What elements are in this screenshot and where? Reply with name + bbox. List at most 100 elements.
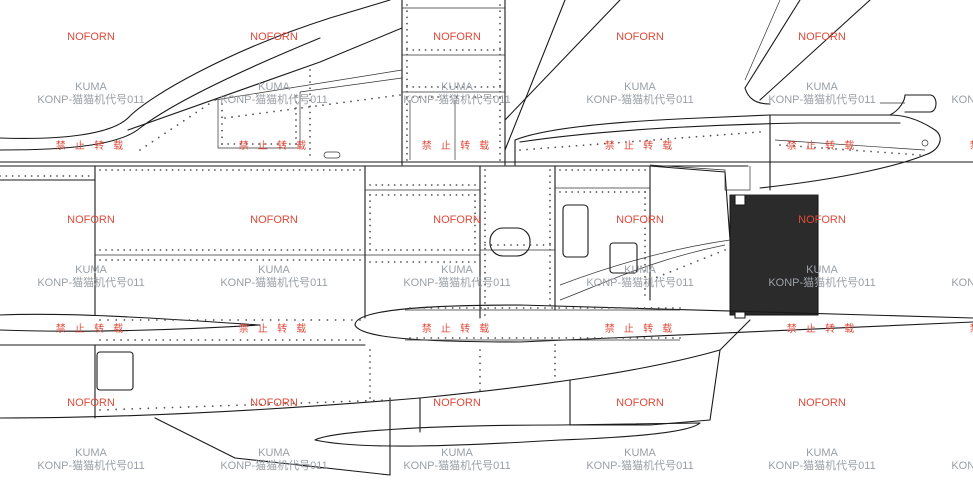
rivet	[207, 259, 210, 261]
rivet	[359, 259, 361, 261]
rivet	[660, 138, 663, 141]
watermark-noforn: NOFORN	[616, 397, 664, 409]
watermark-konp: KONP-猫猫机代号011	[220, 92, 327, 106]
watermark-noforn: NOFORN	[616, 214, 664, 226]
rivet	[547, 146, 550, 149]
rivet	[369, 249, 371, 251]
rivet	[406, 72, 408, 75]
rivet	[406, 115, 408, 118]
rivet	[424, 184, 427, 186]
rivet	[81, 175, 84, 177]
rivet	[636, 307, 639, 309]
rivet	[164, 132, 166, 135]
rivet	[387, 184, 390, 186]
rivet	[274, 249, 277, 251]
rivet	[268, 403, 271, 406]
rivet	[494, 337, 497, 339]
rivet	[644, 209, 646, 212]
rivet	[644, 251, 646, 254]
rivet	[375, 184, 378, 186]
rivet	[468, 86, 470, 88]
watermark-noforn: NOFORN	[250, 214, 298, 226]
rivet	[586, 307, 589, 309]
rivet	[418, 49, 421, 51]
rivet	[111, 259, 113, 261]
rivet	[549, 267, 551, 270]
rivet	[484, 259, 486, 262]
rivet	[499, 121, 501, 124]
rivet	[696, 260, 699, 262]
rivet	[522, 337, 525, 339]
watermark-kuma: KUMA	[624, 81, 656, 93]
rivet	[309, 123, 311, 126]
watermark-noforn: NOFORN	[433, 397, 481, 409]
rivet	[430, 307, 433, 309]
watermark-kuma: KUMA	[75, 447, 107, 459]
rivet	[393, 194, 396, 196]
rivet	[244, 259, 247, 261]
rivet	[484, 295, 486, 298]
rivet	[529, 307, 532, 309]
rivet	[644, 263, 646, 266]
rivet	[800, 145, 802, 148]
rivet	[347, 259, 349, 261]
watermark-kuma: KUMA	[441, 264, 473, 276]
rivet	[449, 184, 452, 186]
rivet	[406, 109, 408, 112]
rivet	[644, 197, 646, 199]
rivet	[340, 400, 343, 403]
rivet	[316, 169, 319, 171]
rivet	[309, 93, 311, 96]
watermark-konp: KONP-猫猫机代号011	[403, 458, 510, 472]
rivet	[177, 259, 180, 261]
rivet	[268, 169, 271, 171]
rivet	[449, 86, 452, 88]
watermark-konp: KONP-猫猫机代号011	[951, 275, 973, 289]
rivet	[369, 242, 371, 245]
rivet	[649, 279, 651, 281]
rivet	[123, 169, 126, 171]
rivet	[147, 259, 150, 261]
rivet	[155, 407, 158, 409]
rivet	[304, 169, 307, 171]
rivet	[549, 230, 551, 233]
rivet	[220, 249, 222, 251]
rivet	[157, 136, 160, 139]
rivet	[357, 99, 359, 102]
rivet	[381, 261, 384, 263]
rivet	[629, 307, 632, 309]
rivet	[643, 307, 646, 309]
rivet	[479, 375, 481, 378]
rivet	[484, 308, 486, 310]
watermark-konp: KONP-猫猫机代号011	[768, 275, 875, 289]
rivet	[499, 47, 501, 50]
rivet	[238, 115, 240, 118]
rivet	[385, 95, 387, 98]
rivet	[644, 215, 646, 218]
rivet	[369, 397, 371, 399]
rivet	[406, 28, 408, 31]
rivet	[814, 146, 816, 149]
rivet	[105, 259, 107, 261]
rivet	[644, 257, 646, 260]
rivet	[406, 49, 408, 51]
rivet	[499, 66, 501, 68]
rivet	[479, 355, 481, 358]
rivet	[221, 103, 223, 105]
rivet	[443, 86, 446, 88]
rivet	[159, 169, 162, 171]
rivet	[153, 169, 156, 171]
rivet	[571, 191, 574, 193]
rivet	[171, 259, 174, 261]
rivet	[260, 403, 263, 406]
rivet	[681, 136, 684, 139]
access-hatch-small	[609, 242, 638, 274]
rivet	[487, 337, 490, 339]
rivet	[710, 254, 713, 257]
rivet	[375, 194, 378, 196]
rivet	[644, 203, 646, 206]
rivet	[444, 337, 447, 339]
watermark-konp: KONP-猫猫机代号011	[403, 92, 510, 106]
rivet	[549, 291, 551, 294]
watermark-noforn: NOFORN	[798, 31, 846, 43]
